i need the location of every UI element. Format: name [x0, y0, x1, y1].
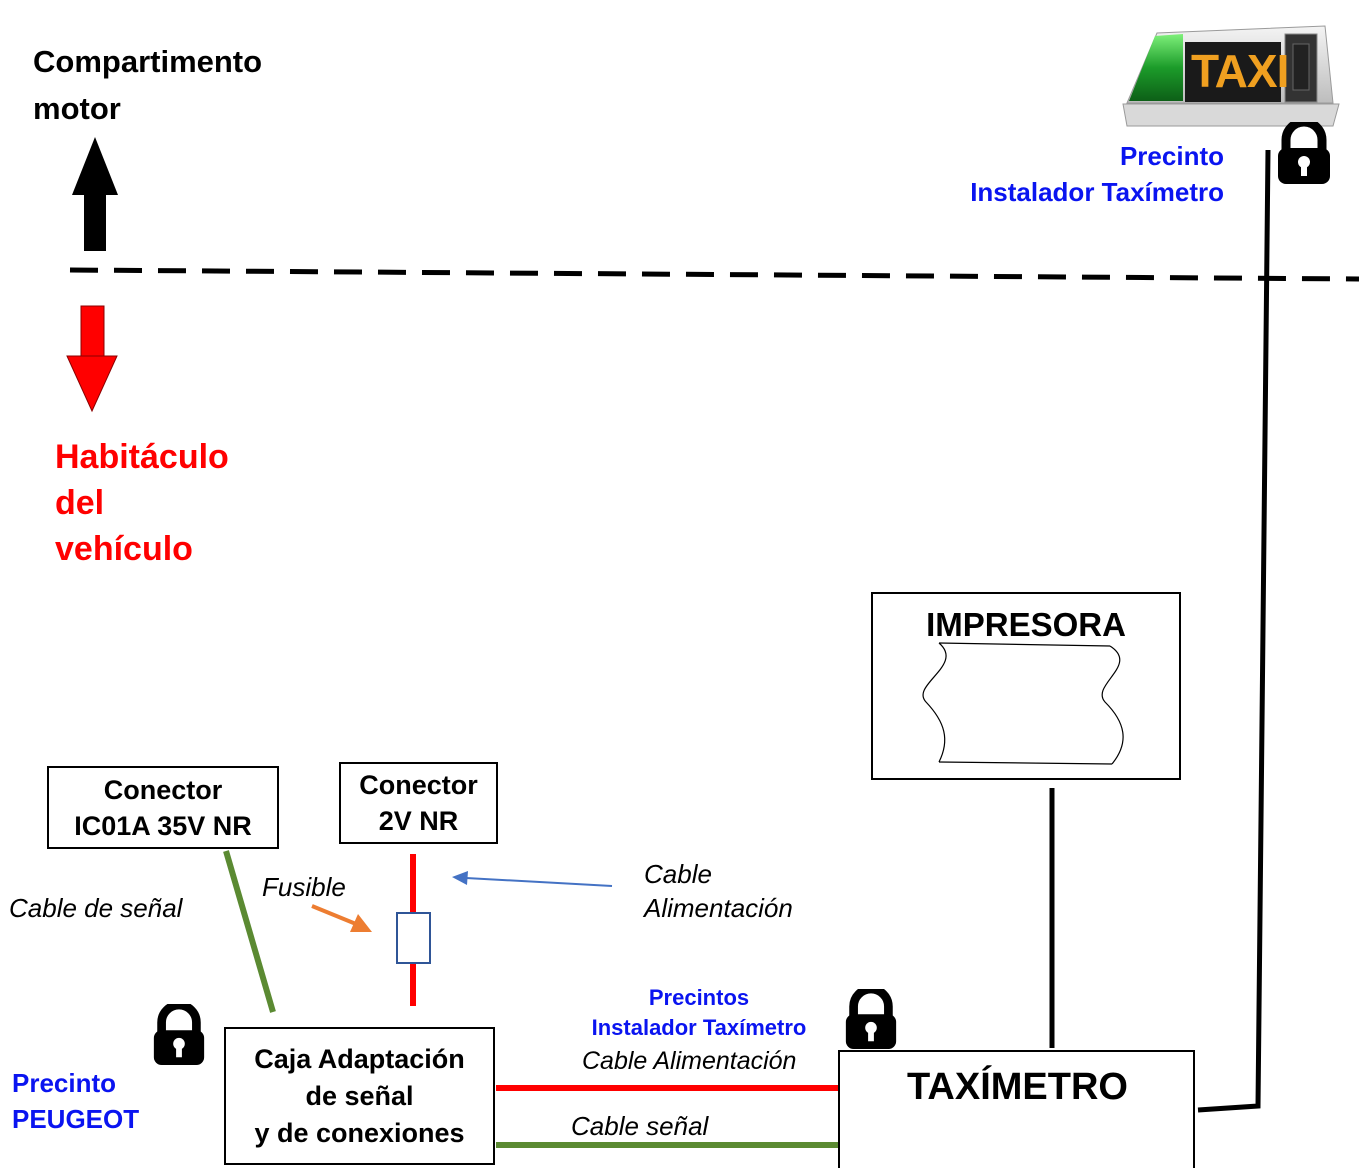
peugeot-seal-line1: Precinto — [12, 1068, 117, 1098]
power-cable-bottom-label: Cable Alimentación — [582, 1047, 797, 1075]
compartment-boundary-line — [69, 267, 1359, 282]
fuse-icon — [396, 912, 431, 964]
connector-2v-box: Conector 2V NR — [339, 762, 498, 844]
taxi-sign-text: TAXI — [1191, 45, 1289, 97]
printer-box: IMPRESORA — [871, 592, 1181, 780]
adapter-box: Caja Adaptación de señal y de conexiones — [224, 1027, 495, 1165]
installer-seals-line1: Precintos — [648, 985, 750, 1010]
cabin-label-line1: Habitáculo — [55, 438, 229, 476]
signal-cable-label: Cable de señal — [9, 893, 183, 923]
connector-ic01a-box: Conector IC01A 35V NR — [47, 766, 279, 849]
engine-compartment-label: Compartimento motor — [33, 38, 262, 132]
arrow-down-icon — [66, 305, 118, 413]
connector-2v-line2: 2V NR — [378, 806, 459, 836]
installer-seals-label: Precintos Instalador Taxímetro — [556, 983, 842, 1043]
power-cable-line1: Cable — [644, 859, 712, 889]
padlock-icon — [1274, 122, 1334, 186]
installer-seals-line2: Instalador Taxímetro — [591, 1015, 807, 1040]
peugeot-seal-label: Precinto PEUGEOT — [12, 1065, 139, 1137]
engine-label-line1: Compartimento — [33, 44, 263, 79]
taxi-sign-seal-line1: Precinto — [1119, 141, 1224, 171]
printer-title: IMPRESORA — [926, 606, 1126, 643]
peugeot-seal-line2: PEUGEOT — [12, 1104, 140, 1134]
padlock-icon — [150, 1004, 208, 1068]
connector-2v-line1: Conector — [359, 770, 478, 800]
taxi-sign-seal-label: Precinto Instalador Taxímetro — [909, 138, 1224, 210]
power-cable-arrow — [452, 871, 613, 887]
cabin-label-line2: del — [55, 484, 105, 522]
fuse-label: Fusible — [262, 872, 346, 902]
taxi-sign-seal-line2: Instalador Taxímetro — [970, 177, 1224, 207]
engine-label-line2: motor — [33, 91, 121, 126]
cabin-label: Habitáculo del vehículo — [55, 434, 229, 572]
power-cable-line2: Alimentación — [644, 893, 793, 923]
cabin-label-line3: vehículo — [55, 530, 193, 568]
power-cable-label: Cable Alimentación — [644, 857, 793, 925]
arrow-up-icon — [72, 137, 118, 251]
adapter-box-line3: y de conexiones — [254, 1117, 465, 1148]
taxi-sign-wire — [1197, 149, 1271, 1113]
signal-cable-bottom-label: Cable señal — [571, 1111, 709, 1141]
taxi-sign-icon: TAXI — [1117, 8, 1345, 138]
connector-ic01a-line1: Conector — [103, 774, 223, 805]
adapter-box-line1: Caja Adaptación — [254, 1043, 465, 1074]
connector-ic01a-line2: IC01A 35V NR — [74, 810, 252, 841]
signal-wire-connector — [223, 850, 276, 1013]
adapter-box-line2: de señal — [305, 1080, 414, 1111]
fuse-arrow — [311, 904, 372, 932]
taximeter-title: TAXÍMETRO — [907, 1066, 1128, 1108]
paper-icon — [922, 642, 1124, 765]
padlock-icon — [842, 989, 900, 1051]
taximeter-box: TAXÍMETRO — [838, 1050, 1195, 1168]
